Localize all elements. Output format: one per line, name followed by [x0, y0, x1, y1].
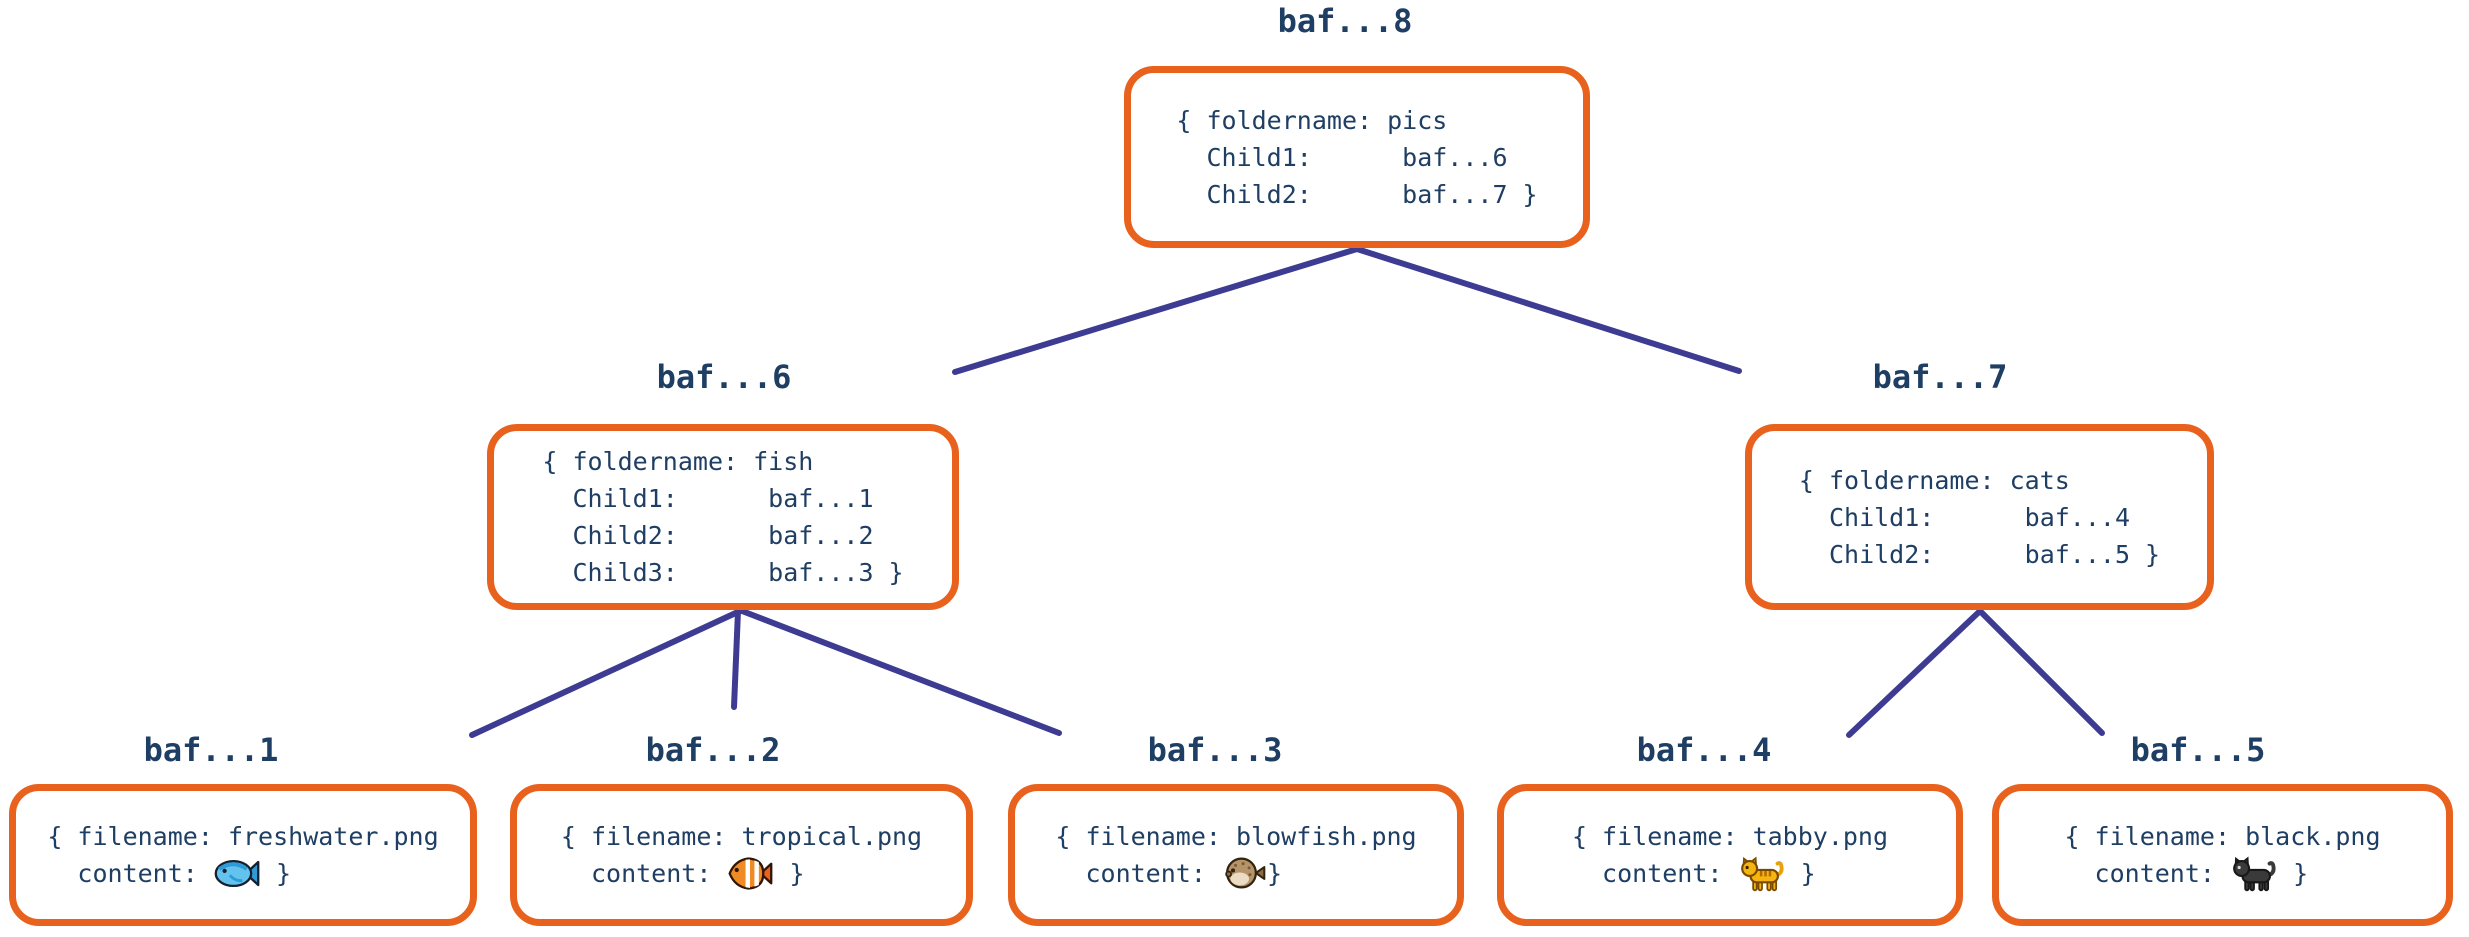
- cid-label-baf5: baf...5: [2130, 731, 2266, 769]
- cid-label-baf2: baf...2: [645, 731, 781, 769]
- node-text-baf8: { foldername: pics Child1: baf...6 Child…: [1176, 105, 1538, 209]
- cid-label-baf3: baf...3: [1147, 731, 1283, 769]
- node-text-baf2: { filename: tropical.png content: }: [561, 818, 922, 892]
- node-text-baf7: { foldername: cats Child1: baf...4 Child…: [1798, 465, 2161, 569]
- content-label: content:: [2064, 859, 2231, 888]
- node-box-baf3: { filename: blowfish.png content: }: [1008, 784, 1464, 926]
- node-box-baf7: { foldername: cats Child1: baf...4 Child…: [1745, 424, 2214, 610]
- closing-brace: }: [1266, 859, 1283, 888]
- blowfish-icon: [1221, 855, 1267, 892]
- node-text-baf5: { filename: black.png content: }: [2064, 818, 2381, 892]
- cid-label-baf7: baf...7: [1872, 358, 2008, 396]
- edge-baf6-baf2: [731, 608, 741, 710]
- edge-baf7-baf5: [1977, 608, 2105, 736]
- node-text-baf4: { filename: tabby.png content: }: [1572, 818, 1888, 892]
- filename-line: { filename: blowfish.png: [1055, 822, 1417, 851]
- blue-fish-icon: [213, 855, 261, 892]
- filename-line: { filename: freshwater.png: [47, 822, 439, 851]
- node-text-baf1: { filename: freshwater.png content: }: [47, 818, 438, 892]
- content-label: content:: [1571, 859, 1738, 888]
- edge-baf6-baf1: [469, 608, 743, 738]
- edge-baf8-baf7: [1354, 246, 1742, 374]
- filename-line: { filename: black.png: [2064, 822, 2381, 851]
- node-box-baf8: { foldername: pics Child1: baf...6 Child…: [1124, 66, 1590, 248]
- cid-label-baf1: baf...1: [143, 731, 279, 769]
- edge-baf7-baf4: [1846, 608, 1983, 738]
- cid-label-baf4: baf...4: [1636, 731, 1772, 769]
- closing-brace: }: [774, 859, 805, 888]
- node-box-baf6: { foldername: fish Child1: baf...1 Child…: [487, 424, 959, 610]
- content-label: content:: [560, 859, 727, 888]
- filename-line: { filename: tropical.png: [560, 822, 923, 851]
- node-text-baf6: { foldername: fish Child1: baf...1 Child…: [542, 447, 904, 587]
- content-label: content:: [1055, 859, 1221, 888]
- node-box-baf4: { filename: tabby.png content: }: [1497, 784, 1963, 926]
- node-text-baf3: { filename: blowfish.png content: }: [1055, 818, 1417, 892]
- cid-label-baf8: baf...8: [1277, 2, 1413, 40]
- edge-baf8-baf6: [952, 246, 1360, 375]
- closing-brace: }: [1785, 859, 1816, 888]
- filename-line: { filename: tabby.png: [1571, 822, 1889, 851]
- cid-label-baf6: baf...6: [656, 358, 792, 396]
- node-box-baf1: { filename: freshwater.png content: }: [9, 784, 477, 926]
- node-box-baf5: { filename: black.png content: }: [1992, 784, 2453, 926]
- edge-baf6-baf3: [739, 608, 1062, 736]
- black-cat-icon: [2230, 855, 2278, 892]
- tabby-cat-icon: [1738, 855, 1786, 892]
- content-label: content:: [47, 859, 213, 888]
- node-box-baf2: { filename: tropical.png content: }: [510, 784, 973, 926]
- closing-brace: }: [260, 859, 292, 888]
- closing-brace: }: [2278, 859, 2309, 888]
- tropical-fish-icon: [726, 855, 774, 892]
